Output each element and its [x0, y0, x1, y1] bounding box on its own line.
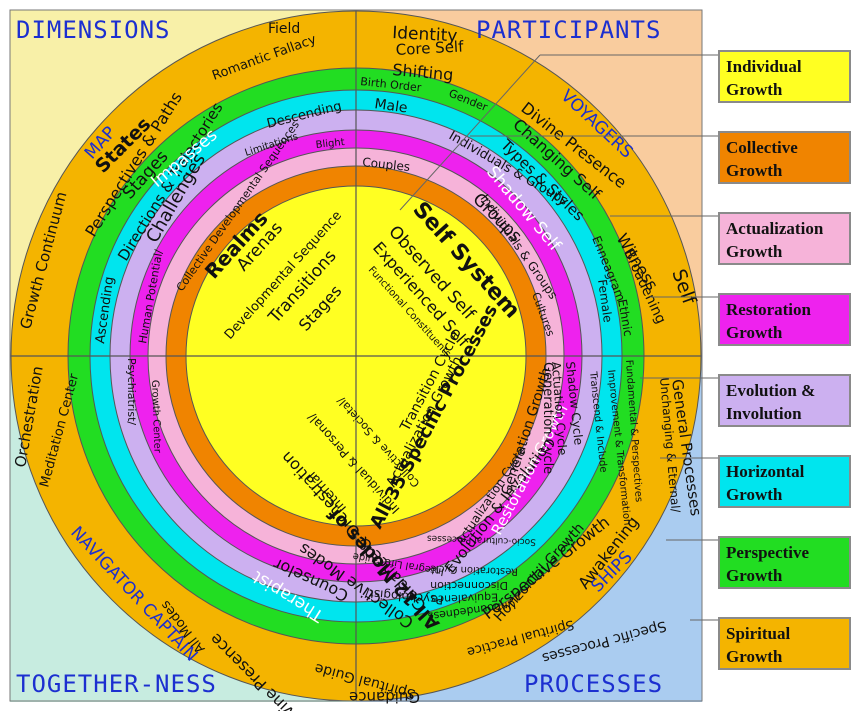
bl-guidance: Guidance [349, 688, 420, 706]
legend-label-4: Restoration [726, 300, 811, 319]
title-processes: PROCESSES [524, 670, 663, 698]
br-disconnection: Disconnection [430, 579, 508, 592]
tr-female: Female [595, 278, 615, 323]
tl-field: Field [268, 21, 300, 37]
legend-label-2b: Growth [726, 161, 783, 180]
tr-birth-order: Birth Order [360, 75, 423, 94]
tr-male: Male [373, 96, 408, 116]
legend-label-7: Perspective [726, 543, 810, 562]
bl-growth-center: Growth Center [149, 380, 163, 454]
legend-connectors [399, 54, 718, 621]
legend-label-2: Collective [726, 138, 798, 157]
legend-collective-growth: Collective Growth [718, 131, 851, 184]
legend-evolution-involution: Evolution & Involution [718, 374, 851, 427]
legend-perspective-growth: Perspective Growth [718, 536, 851, 589]
legend-label-7b: Growth [726, 566, 783, 585]
tr-couples: Couples [362, 155, 411, 174]
legend-label-8b: Growth [726, 647, 783, 666]
legend-individual-growth: Individual Growth [718, 50, 851, 103]
legend-label-5b: Involution [726, 404, 802, 423]
br-generation-cycle: Generation Cycle [540, 362, 555, 474]
title-dimensions: DIMENSIONS [16, 16, 171, 44]
title-participants: PARTICIPANTS [476, 16, 661, 44]
legend-restoration-growth: Restoration Growth [718, 293, 851, 346]
legend-label-6: Horizontal [726, 462, 805, 481]
legend-label-6b: Growth [726, 485, 783, 504]
legend-horizontal-growth: Horizontal Growth [718, 455, 851, 508]
br-equivalence: Equivalence [431, 591, 498, 606]
tr-ethnic: Ethnic [615, 298, 635, 337]
legend-label-5: Evolution & [726, 381, 816, 400]
legend-label-4b: Growth [726, 323, 783, 342]
br-actuation-cycle: Actuation Cycle [549, 361, 570, 456]
bl-psychiatrist: Psychiatrist/ [125, 358, 138, 425]
tr-core-self: Core Self [395, 37, 464, 59]
br-socio-cultural: Socio-cultural Processes [427, 533, 537, 547]
tl-blight: Blight [315, 137, 345, 151]
br-restoration-cycle: Restoration Cycle [430, 563, 518, 577]
legend-label-3b: Growth [726, 242, 783, 261]
legend-label-1: Individual [726, 57, 802, 76]
legend-spiritual-growth: Spiritual Growth [718, 617, 851, 670]
legend-label-8: Spiritual [726, 624, 791, 643]
title-togetherness: TOGETHER-NESS [16, 670, 217, 698]
legend-actualization-growth: Actualization Growth [718, 212, 851, 265]
tr-identity: Identity [392, 23, 458, 46]
frame [9, 9, 703, 702]
legend-label-3: Actualization [726, 219, 824, 238]
bl-psychologist: Psychologist/ [363, 586, 443, 607]
legend-label-1b: Growth [726, 80, 783, 99]
